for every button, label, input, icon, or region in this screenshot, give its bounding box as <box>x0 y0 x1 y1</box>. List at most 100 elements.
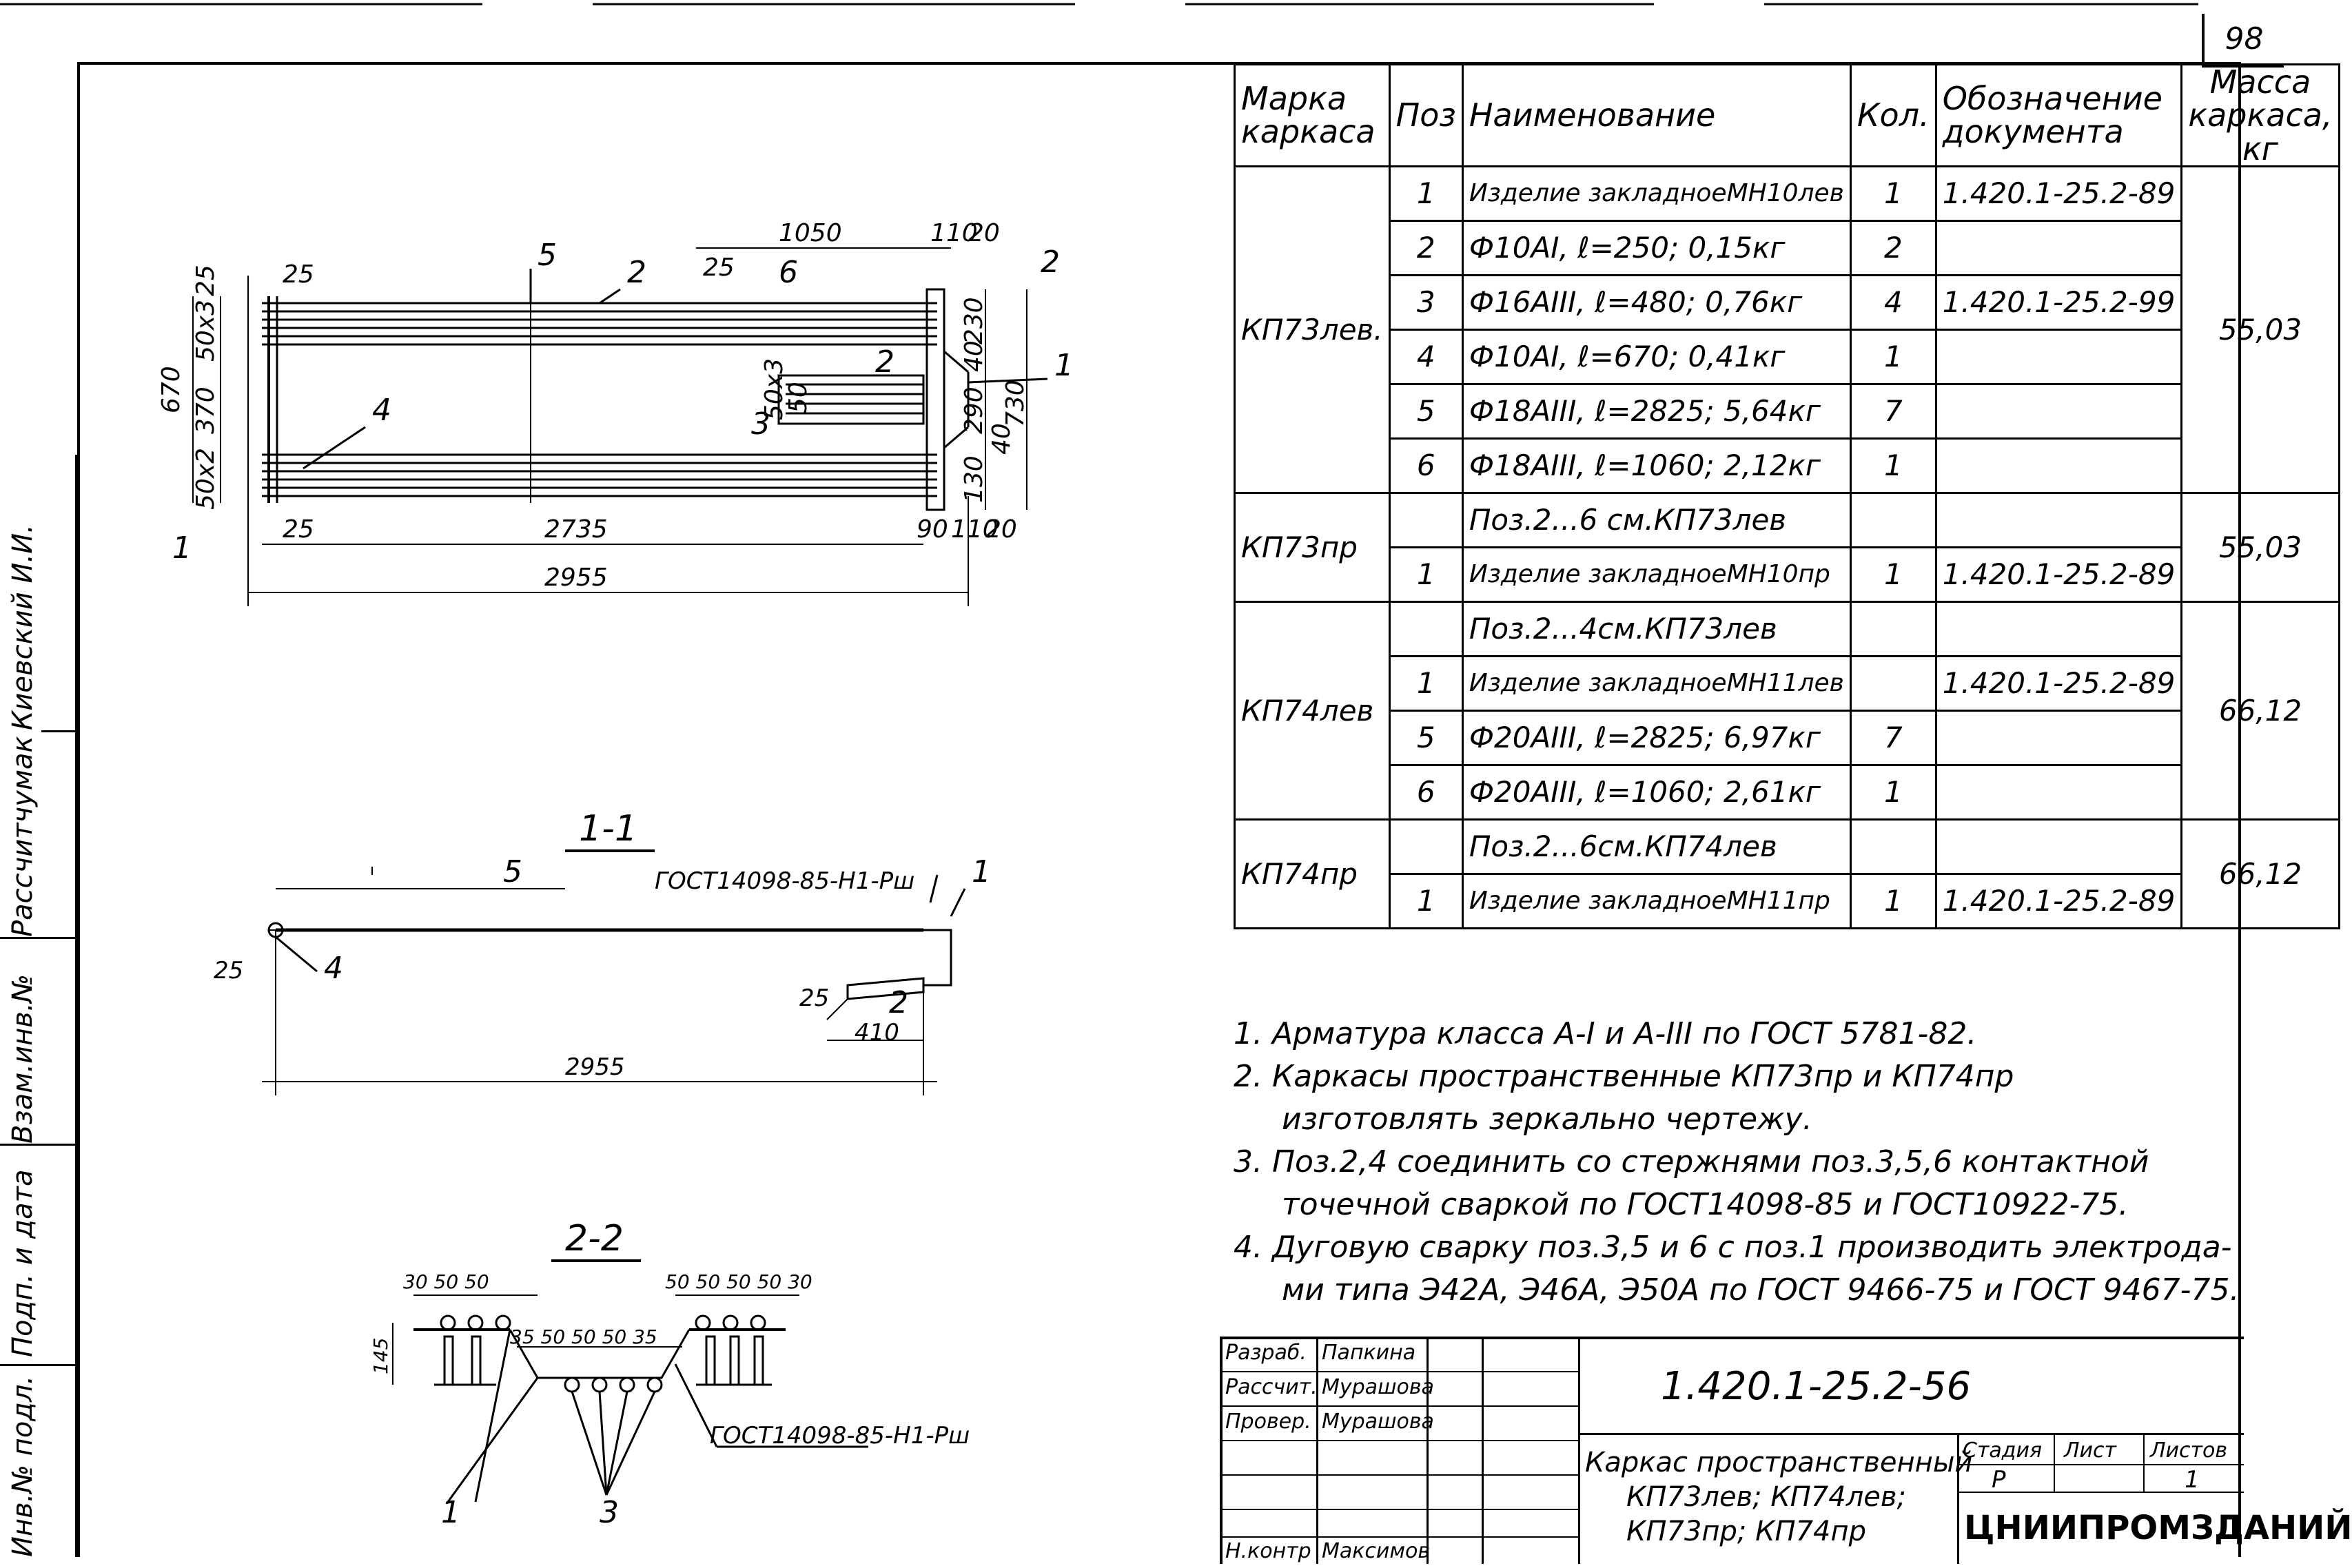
role-norm-control: Н.контр <box>1225 1539 1311 1563</box>
dim-25-d: 25 <box>283 260 314 289</box>
title-block: Разраб. Рассчит. Провер. Н.контр Папкина… <box>1220 1337 2352 1564</box>
note-line: 4. Дуговую сварку поз.3,5 и 6 с поз.1 пр… <box>1234 1230 2232 1265</box>
name-norm-control: Максимов <box>1322 1539 1431 1563</box>
name-developer: Папкина <box>1322 1341 1416 1365</box>
name2-label: Киевский И.И. <box>7 524 39 730</box>
note-line: 2. Каркасы пространственные КП73пр и КП7… <box>1234 1059 2014 1094</box>
doc-cell <box>1934 600 2183 657</box>
doc-cell: 1.420.1-25.2-99 <box>1934 274 2183 331</box>
pos-cell: 5 <box>1388 382 1464 440</box>
vzam-label: Взам.инв.№ <box>7 973 39 1144</box>
name-cell: Ф18АIII, ℓ=1060; 2,12кг <box>1461 437 1852 494</box>
callout-3: 3 <box>751 406 770 442</box>
doc-cell: 1.420.1-25.2-89 <box>1934 165 2183 222</box>
qty-cell: 7 <box>1849 709 1937 766</box>
name-cell: Ф16АIII, ℓ=480; 0,76кг <box>1461 274 1852 331</box>
header-name: Наименование <box>1461 63 1852 167</box>
doc-cell <box>1934 382 2183 440</box>
dim-25: 25 <box>214 957 243 984</box>
dim-20: 20 <box>968 219 1000 247</box>
qty-cell <box>1849 654 1937 712</box>
pos-cell: 4 <box>1388 328 1464 385</box>
header-pos: Поз <box>1388 63 1464 167</box>
pos-cell <box>1388 818 1464 875</box>
dim-25-b: 25 <box>799 984 829 1012</box>
name-calculator: Мурашова <box>1322 1375 1434 1399</box>
pos-cell: 1 <box>1388 654 1464 712</box>
note-line: 1. Арматура класса А-I и А-III по ГОСТ 5… <box>1234 1016 1977 1051</box>
dim-40-b: 40 <box>988 423 1016 455</box>
dim-110: 110 <box>930 219 978 247</box>
dim-50x3-b: 50х3 <box>760 358 788 420</box>
callout-1: 1 <box>441 1495 460 1530</box>
dim-145: 145 <box>369 1338 392 1374</box>
table-row: КП73лев. 1 Изделие закладноеМН10лев 1 1.… <box>1234 165 2340 494</box>
qty-cell: 1 <box>1849 763 1937 821</box>
callout-5: 5 <box>503 854 522 889</box>
table-row: КП73пр Поз.2...6 см.КП73лев 55,03 <box>1234 491 2340 603</box>
dim-2955: 2955 <box>544 564 608 592</box>
section-title-1-1: 1-1 <box>579 808 637 849</box>
note-line: точечной сваркой по ГОСТ14098-85 и ГОСТ1… <box>1282 1187 2129 1222</box>
title-line-2: КП73лев; КП74лев; <box>1626 1481 1906 1513</box>
dim-20-b: 20 <box>985 515 1017 544</box>
dim-40: 40 <box>960 340 988 372</box>
name-cell: Поз.2...6 см.КП73лев <box>1461 491 1852 548</box>
section-mark-2-top: 2 <box>1041 245 1060 280</box>
mark-cell: КП73пр <box>1234 491 1391 603</box>
plan-callouts: 1 2 2 3 4 5 6 2 1 <box>172 238 1074 566</box>
note-line: изготовлять зеркально чертежу. <box>1282 1102 1812 1137</box>
dim-670: 670 <box>157 366 185 413</box>
qty-cell: 1 <box>1849 546 1937 603</box>
doc-cell: 1.420.1-25.2-89 <box>1934 546 2183 603</box>
section-1-1: 1-1 ГОСТ14098-85-Н1-Рш 25 25 410 2955 5 … <box>214 808 991 1095</box>
doc-cell <box>1934 328 2183 385</box>
header-qty: Кол. <box>1849 63 1937 167</box>
doc-cell: 1.420.1-25.2-89 <box>1934 872 2183 929</box>
plan-bars <box>192 247 1048 606</box>
dim-1050: 1050 <box>779 219 842 247</box>
dim-110-b: 110 <box>951 515 999 544</box>
doc-cell <box>1934 437 2183 494</box>
stage-value: Р <box>1992 1466 2006 1494</box>
dim-370: 370 <box>192 386 220 434</box>
name-cell: Ф20АIII, ℓ=1060; 2,61кг <box>1461 763 1852 821</box>
pos-cell: 6 <box>1388 437 1464 494</box>
note-line: 3. Поз.2,4 соединить со стержнями поз.3,… <box>1234 1144 2149 1179</box>
dim-410: 410 <box>855 1019 899 1046</box>
weld-spec: ГОСТ14098-85-Н1-Рш <box>710 1422 970 1450</box>
qty-cell <box>1849 818 1937 875</box>
callout-1: 1 <box>1054 348 1074 383</box>
stage-label: Стадия <box>1963 1438 2043 1463</box>
dim-50x2: 50х2 <box>192 448 220 510</box>
pos-cell <box>1388 600 1464 657</box>
name-cell: Ф10АI, ℓ=250; 0,15кг <box>1461 219 1852 276</box>
callout-6: 6 <box>779 255 798 290</box>
qty-cell: 4 <box>1849 274 1937 331</box>
pos-cell: 5 <box>1388 709 1464 766</box>
general-notes: 1. Арматура класса А-I и А-III по ГОСТ 5… <box>1234 1013 2240 1312</box>
callout-3: 3 <box>600 1495 619 1530</box>
dim-50: 50 <box>784 382 812 413</box>
plan-dimension-labels: 1050 110 20 25 670 370 50х3 50х2 25 25 2… <box>157 219 1030 592</box>
name-cell: Изделие закладноеМН11лев <box>1461 654 1852 712</box>
doc-cell <box>1934 763 2183 821</box>
doc-cell <box>1934 491 2183 548</box>
dim-130: 130 <box>960 455 988 503</box>
qty-cell: 7 <box>1849 382 1937 440</box>
callout-4: 4 <box>324 951 343 986</box>
organization: ЦНИИПРОМЗДАНИЙ <box>1964 1509 2352 1547</box>
table-row: КП74лев Поз.2...4см.КП73лев 66,12 <box>1234 600 2340 821</box>
note-line: ми типа Э42А, Э46А, Э50А по ГОСТ 9466-75… <box>1282 1272 2240 1308</box>
role-calculator: Рассчит. <box>1225 1375 1318 1399</box>
doc-cell <box>1934 219 2183 276</box>
qty-cell: 1 <box>1849 872 1937 929</box>
mark-cell: КП73лев. <box>1234 165 1391 494</box>
inv-podl-label: Инв.№ подл. <box>7 1375 39 1557</box>
mass-cell: 66,12 <box>2180 818 2340 929</box>
